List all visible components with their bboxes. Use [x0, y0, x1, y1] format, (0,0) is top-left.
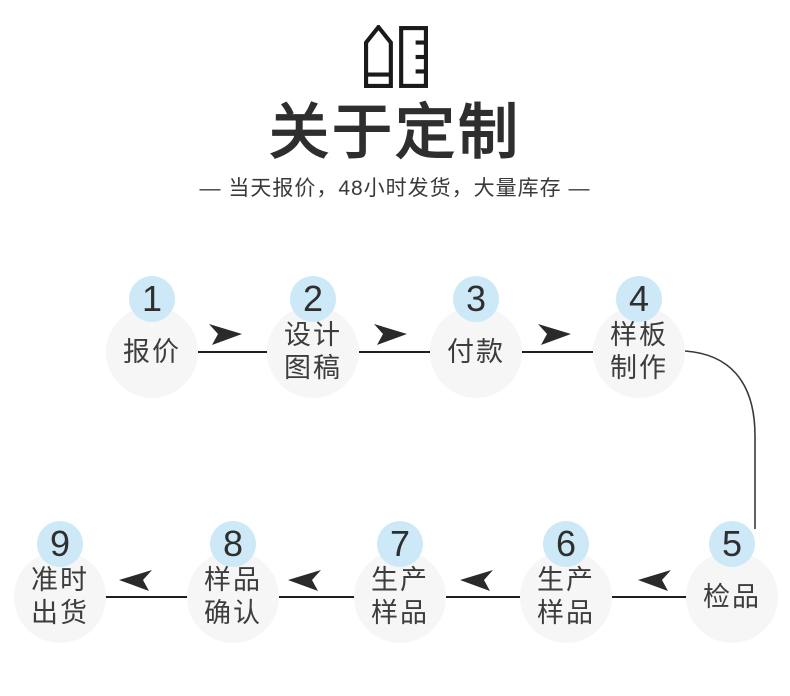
step-number-badge: 3 [453, 276, 499, 322]
flow-step-7: 7 生产 样品 [354, 521, 446, 643]
step-number-badge: 9 [37, 521, 83, 567]
arrow-left-icon [460, 570, 493, 591]
step-label: 生产 样品 [371, 565, 429, 628]
arrow-left-icon [288, 570, 321, 591]
flow-step-4: 4 样板 制作 [593, 276, 685, 398]
arrow-right-icon [209, 324, 242, 345]
arrow-right-icon [374, 324, 407, 345]
pencil-and-ruler-icon [364, 25, 428, 88]
page-subtitle: — 当天报价，48小时发货，大量库存 — [199, 177, 591, 200]
step-label: 样品 确认 [204, 565, 262, 628]
flow-step-1: 1 报价 [106, 276, 198, 398]
arrow-left-icon [638, 570, 671, 591]
arrow-right-icon [538, 324, 571, 345]
step-label: 样板 制作 [610, 320, 668, 383]
step-label: 付款 [447, 336, 505, 367]
flow-step-6: 6 生产 样品 [520, 521, 612, 643]
flow-step-3: 3 付款 [430, 276, 522, 398]
ruler-icon [399, 26, 428, 88]
flow-step-5: 5 检品 [686, 521, 778, 643]
step-label: 检品 [703, 581, 761, 612]
step-label: 准时 出货 [31, 565, 89, 628]
step-number-badge: 5 [709, 521, 755, 567]
step-label: 设计 图稿 [284, 320, 342, 383]
arrow-left-icon [119, 570, 152, 591]
step-number-badge: 1 [129, 276, 175, 322]
step-number-badge: 2 [290, 276, 336, 322]
step-label: 报价 [123, 336, 181, 367]
step-number-badge: 4 [616, 276, 662, 322]
flow-step-9: 9 准时 出货 [14, 521, 106, 643]
step-number-badge: 8 [210, 521, 256, 567]
step-number-badge: 7 [377, 521, 423, 567]
flow-step-8: 8 样品 确认 [187, 521, 279, 643]
step-number-badge: 6 [543, 521, 589, 567]
flow-step-2: 2 设计 图稿 [267, 276, 359, 398]
step-label: 生产 样品 [537, 565, 595, 628]
page-title: 关于定制 [269, 99, 521, 166]
curve-connector [684, 350, 756, 529]
pencil-icon [364, 25, 393, 88]
